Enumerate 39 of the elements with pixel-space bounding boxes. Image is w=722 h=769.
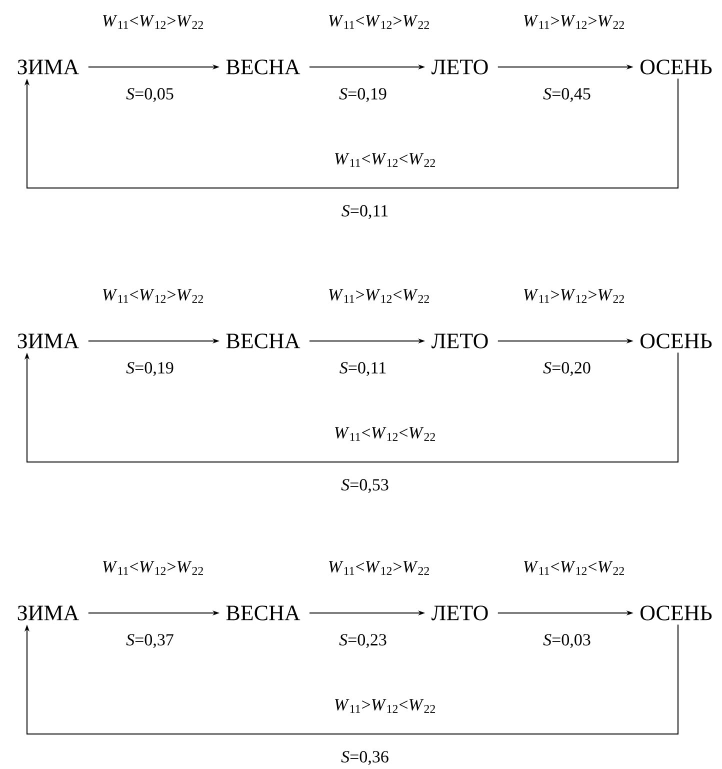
value-label: S=0,19	[126, 362, 174, 376]
value-label: S=0,19	[339, 88, 386, 102]
edge-label: W$_{11}$<W$_{12}$<W$_{22}$	[334, 153, 435, 167]
edge-label: W$_{11}$>W$_{12}$>W$_{22}$	[524, 289, 624, 303]
edge-label: W$_{11}$<W$_{12}$>W$_{22}$	[328, 15, 429, 29]
season-label: ЛЕТО	[432, 606, 488, 620]
season-label: ВЕСНА	[226, 606, 300, 620]
season-label: ОСЕНЬ	[640, 334, 712, 348]
arrow	[24, 78, 678, 188]
value-label: S=0,45	[543, 88, 590, 102]
value-label: S=0,53	[341, 479, 388, 493]
season-label: ЛЕТО	[432, 334, 488, 348]
value-label: S=0,11	[342, 205, 388, 219]
arrow	[24, 352, 678, 462]
edge-label: W$_{11}$<W$_{12}$<W$_{22}$	[334, 427, 435, 441]
value-label: S=0,05	[126, 88, 174, 102]
edge-label: W$_{11}$<W$_{12}$>W$_{22}$	[102, 15, 203, 29]
value-label: S=0,36	[341, 751, 388, 765]
value-label: S=0,23	[339, 634, 386, 648]
edge-label: W$_{11}$<W$_{12}$>W$_{22}$	[102, 289, 203, 303]
season-label: ВЕСНА	[226, 60, 300, 74]
edge-label: W$_{11}$>W$_{12}$>W$_{22}$	[524, 15, 624, 29]
edge-label: W$_{11}$<W$_{12}$>W$_{22}$	[328, 561, 429, 575]
season-label: ЛЕТО	[432, 60, 488, 74]
value-label: S=0,11	[340, 362, 386, 376]
season-label: ЗИМА	[18, 606, 80, 620]
season-label: ЗИМА	[18, 60, 80, 74]
edge-label: W$_{11}$<W$_{12}$<W$_{22}$	[524, 561, 624, 575]
edge-label: W$_{11}$>W$_{12}$<W$_{22}$	[334, 699, 435, 713]
edge-label: W$_{11}$>W$_{12}$<W$_{22}$	[328, 289, 429, 303]
arrow	[24, 624, 678, 734]
value-label: S=0,20	[543, 362, 590, 376]
season-label: ОСЕНЬ	[640, 606, 712, 620]
season-label: ЗИМА	[18, 334, 80, 348]
value-label: S=0,37	[126, 634, 174, 648]
season-label: ОСЕНЬ	[640, 60, 712, 74]
edge-label: W$_{11}$<W$_{12}$>W$_{22}$	[102, 561, 203, 575]
value-label: S=0,03	[543, 634, 590, 648]
season-label: ВЕСНА	[226, 334, 300, 348]
